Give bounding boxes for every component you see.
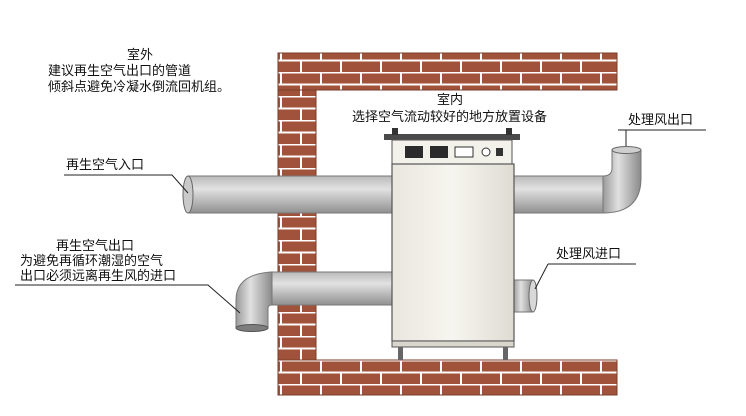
regen-outlet-title: 再生空气出口 xyxy=(56,239,135,254)
unit-foot-right xyxy=(503,347,508,360)
brick-wall xyxy=(277,52,618,396)
panel-display-2 xyxy=(430,146,448,158)
process-inlet-label: 处理风进口 xyxy=(556,247,622,262)
panel-switch xyxy=(481,147,491,157)
regen-outlet-note-line-2: 出口必须远离再生风的进口 xyxy=(20,269,177,284)
process-inlet-stub xyxy=(512,279,538,313)
unit-top-rail xyxy=(384,134,520,140)
wall-top xyxy=(277,52,618,91)
unit-base xyxy=(391,340,515,348)
panel-display-3 xyxy=(454,146,474,158)
leader-process-inlet-arrow xyxy=(534,263,549,290)
outdoor-note-line-1: 建议再生空气出口的管道 xyxy=(48,64,192,79)
panel-indicator xyxy=(496,148,503,156)
regen-outlet-duct xyxy=(235,271,394,332)
regen-inlet-duct xyxy=(182,175,394,214)
dehumidifier-unit xyxy=(384,128,520,360)
process-outlet-duct xyxy=(512,146,642,214)
outdoor-title: 室外 xyxy=(126,48,153,63)
wall-left xyxy=(277,89,317,391)
leader-regen-inlet xyxy=(64,174,189,194)
indoor-title: 室内 xyxy=(436,93,463,108)
outdoor-note-line-2: 倾斜点避免冷凝水倒流回机组。 xyxy=(48,80,231,95)
leader-regen-outlet xyxy=(15,284,241,314)
process-outlet-label: 处理风出口 xyxy=(628,113,694,128)
unit-bolt-right xyxy=(506,128,512,135)
wall-bottom xyxy=(277,359,618,396)
panel-display-1 xyxy=(405,146,423,158)
unit-body xyxy=(391,163,515,342)
regen-inlet-label: 再生空气入口 xyxy=(66,158,145,173)
unit-bolt-left xyxy=(392,128,398,135)
unit-foot-left xyxy=(398,347,403,360)
indoor-note: 选择空气流动较好的地方放置设备 xyxy=(352,110,548,125)
regen-outlet-note-line-1: 为避免再循环潮湿的空气 xyxy=(20,254,164,269)
leader-lines xyxy=(15,129,706,314)
